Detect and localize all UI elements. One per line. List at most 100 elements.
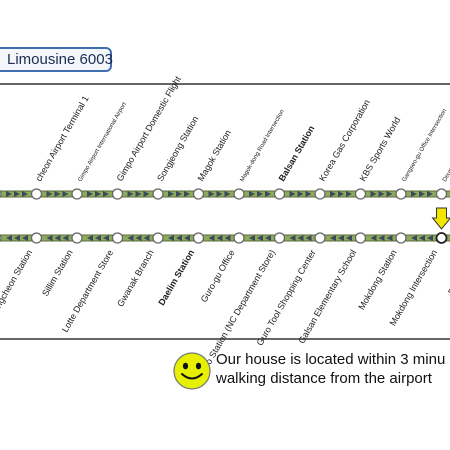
direction-arrow-icon xyxy=(370,191,377,197)
direction-arrow-icon xyxy=(330,235,336,241)
bottom-route-line xyxy=(0,232,450,244)
direction-arrow-icon xyxy=(411,235,417,241)
station-marker xyxy=(152,232,164,244)
direction-arrow-icon xyxy=(257,191,263,197)
direction-arrow-icon xyxy=(127,235,134,241)
station-marker xyxy=(435,188,448,200)
direction-arrow-icon xyxy=(143,191,150,197)
direction-arrow-icon xyxy=(143,235,150,241)
direction-arrow-icon xyxy=(95,235,101,241)
direction-arrow-icon xyxy=(54,235,61,241)
station-marker xyxy=(354,188,367,200)
down-arrow-icon xyxy=(431,207,450,230)
station-marker xyxy=(314,188,326,200)
station-marker xyxy=(273,232,286,244)
station-marker xyxy=(233,188,245,200)
location-note: Our house is located within 3 minu walki… xyxy=(216,350,445,388)
direction-arrow-icon xyxy=(62,235,69,241)
direction-arrow-icon xyxy=(305,235,312,241)
direction-arrow-icon xyxy=(176,191,182,197)
direction-arrow-icon xyxy=(249,191,255,197)
station-label: KBS Sports World xyxy=(358,115,403,183)
direction-arrow-icon xyxy=(46,191,53,197)
station-label: Mokdong Station xyxy=(356,248,398,311)
route-title-box: Limousine 6003 xyxy=(0,47,113,72)
direction-arrow-icon xyxy=(427,235,433,241)
station-marker xyxy=(30,232,43,244)
station-marker xyxy=(192,188,205,200)
direction-arrow-icon xyxy=(386,191,393,197)
station-marker xyxy=(273,188,286,200)
direction-arrow-icon xyxy=(184,235,190,241)
direction-arrow-icon xyxy=(127,191,134,197)
top-route-line xyxy=(0,188,450,200)
smiley-mouth xyxy=(181,373,203,380)
smiley-face-icon xyxy=(173,352,211,390)
direction-arrow-icon xyxy=(305,191,312,197)
station-label: Balsan Station xyxy=(277,124,317,183)
direction-arrow-icon xyxy=(419,191,425,197)
station-marker xyxy=(395,232,407,244)
route-title: Limousine 6003 xyxy=(7,51,113,68)
station-label: Magok Station xyxy=(196,128,233,183)
station-marker xyxy=(71,188,83,200)
direction-arrow-icon xyxy=(338,235,344,241)
smiley-eye-left xyxy=(182,362,189,370)
station-label: Daeil High S xyxy=(446,248,450,296)
direction-arrow-icon xyxy=(386,235,393,241)
station-marker xyxy=(0,190,2,198)
direction-arrow-icon xyxy=(289,191,296,197)
direction-arrow-icon xyxy=(95,191,101,197)
station-marker xyxy=(435,232,448,244)
direction-arrow-icon xyxy=(216,235,223,241)
direction-arrow-icon xyxy=(265,191,271,197)
direction-arrow-icon xyxy=(224,191,231,197)
direction-arrow-icon xyxy=(46,235,53,241)
direction-arrow-icon xyxy=(297,191,304,197)
station-label: Guro-gu Office xyxy=(199,248,237,304)
station-marker xyxy=(152,188,164,200)
direction-arrow-icon xyxy=(297,235,304,241)
station-marker xyxy=(395,188,407,200)
direction-arrow-icon xyxy=(168,191,174,197)
direction-arrow-icon xyxy=(22,191,28,197)
station-marker xyxy=(0,234,2,242)
direction-arrow-icon xyxy=(6,191,12,197)
direction-arrow-icon xyxy=(338,191,344,197)
direction-arrow-icon xyxy=(135,235,142,241)
note-line-1: Our house is located within 3 minu xyxy=(216,351,446,368)
direction-arrow-icon xyxy=(168,235,174,241)
direction-arrow-icon xyxy=(176,235,182,241)
station-marker xyxy=(111,232,124,244)
station-marker xyxy=(354,232,367,244)
direction-arrow-icon xyxy=(87,191,93,197)
station-marker xyxy=(71,232,83,244)
direction-arrow-icon xyxy=(14,235,20,241)
direction-arrow-icon xyxy=(87,235,93,241)
station-marker xyxy=(30,188,43,200)
direction-arrow-icon xyxy=(62,191,69,197)
station-label: Gwanak Branch xyxy=(115,248,156,308)
direction-arrow-icon xyxy=(265,235,271,241)
direction-arrow-icon xyxy=(330,191,336,197)
direction-arrow-icon xyxy=(427,191,433,197)
station-marker xyxy=(233,232,245,244)
smiley-face xyxy=(173,352,211,390)
direction-arrow-icon xyxy=(378,235,385,241)
direction-arrow-icon xyxy=(135,191,142,197)
station-label: Bongcheon Station xyxy=(0,248,34,319)
direction-arrow-icon xyxy=(346,191,352,197)
station-label: Gangseo-gu Office Intersection xyxy=(402,108,449,183)
station-label: Songjeong Station xyxy=(155,114,200,183)
direction-arrow-icon xyxy=(184,191,190,197)
station-label: Sillim Station xyxy=(40,248,75,298)
direction-arrow-icon xyxy=(208,235,215,241)
station-label: Daelim Station xyxy=(156,248,196,307)
station-label: Magok-dong Road Intersection xyxy=(240,109,286,183)
station-label: Mokdong Intersection xyxy=(388,248,440,328)
station-marker xyxy=(192,232,205,244)
direction-arrow-icon xyxy=(14,191,20,197)
direction-arrow-icon xyxy=(378,191,385,197)
